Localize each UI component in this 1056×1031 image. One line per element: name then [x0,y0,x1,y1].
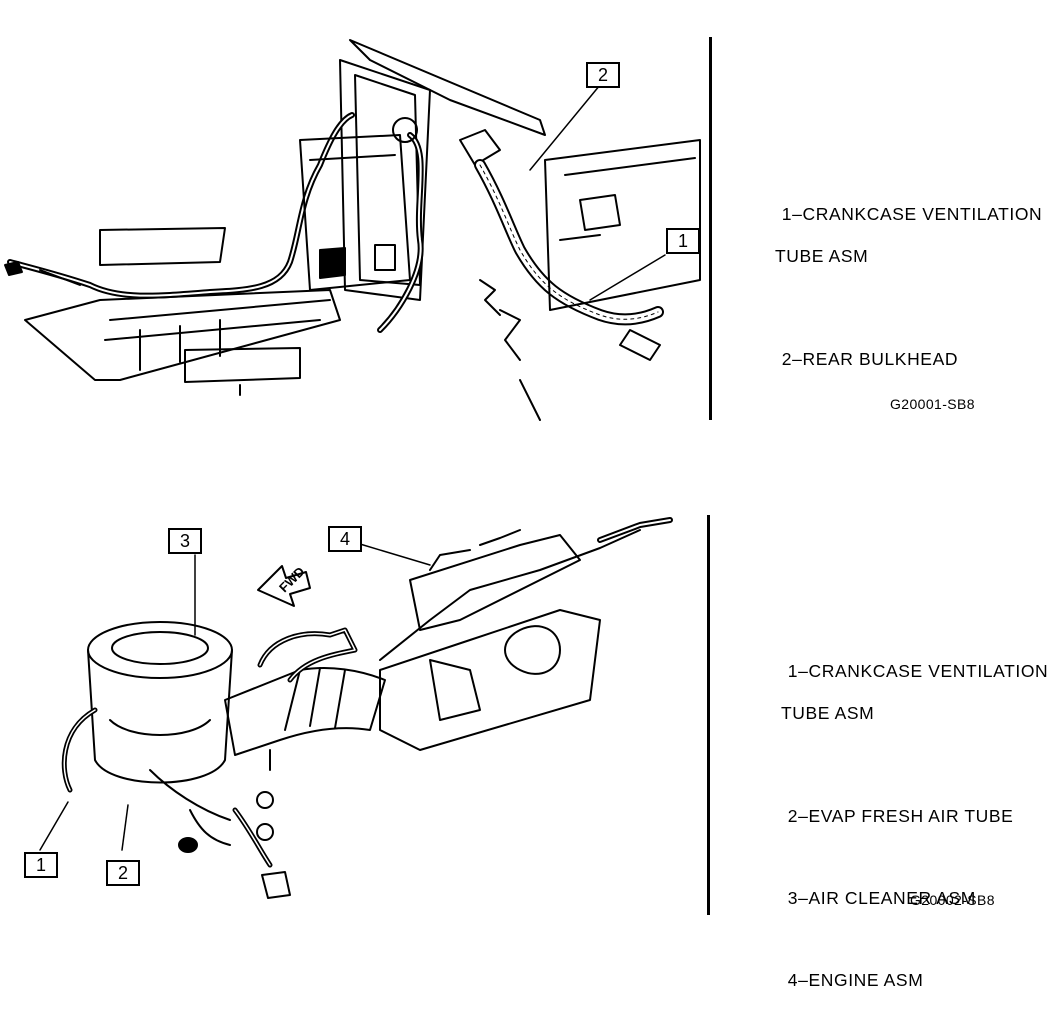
bottom-figure-panel: FWD 3 4 1 2 1–CRANKCASE VENTILATION TUBE… [0,470,1056,990]
legend-number: 1 [787,661,799,681]
figure-id: G20002-SB8 [910,892,995,908]
legend-text: REAR BULKHEAD [802,349,959,369]
callout-4: 4 [328,526,362,552]
callout-1: 1 [24,852,58,878]
bulkhead-illustration [4,39,701,421]
air-cleaner-illustration [39,517,673,899]
callout-3: 3 [168,528,202,554]
legend-text: CRANKCASE VENTILATION [802,204,1043,224]
callout-2: 2 [106,860,140,886]
callout-1: 1 [666,228,700,254]
legend-text: CRANKCASE VENTILATION [808,661,1049,681]
legend-item: 1–CRANKCASE VENTILATION TUBE ASM [749,183,1042,309]
legend-item: 3–AIR CLEANER ASM [787,888,976,908]
legend-item: 2–EVAP FRESH AIR TUBE [787,806,1014,826]
legend-item: 4–ENGINE ASM [787,970,924,990]
figure-divider [707,515,710,915]
legend-bottom: 1–CRANKCASE VENTILATION TUBE ASM 2–EVAP … [755,640,1048,1031]
legend-text: EVAP FRESH AIR TUBE [808,806,1014,826]
legend-text-cont: TUBE ASM [775,246,869,266]
legend-number: 2 [787,806,799,826]
legend-number: 1 [781,204,793,224]
legend-item: 2–REAR BULKHEAD [781,349,959,369]
legend-text: ENGINE ASM [808,970,924,990]
top-figure-panel: 2 1 1–CRANKCASE VENTILATION TUBE ASM 2–R… [0,0,1056,440]
figure-divider [709,37,712,420]
legend-number: 2 [781,349,793,369]
figure-id: G20001-SB8 [890,396,975,412]
callout-2: 2 [586,62,620,88]
legend-item: 1–CRANKCASE VENTILATION TUBE ASM [755,640,1048,766]
legend-number: 3 [787,888,799,908]
legend-number: 4 [787,970,799,990]
legend-text-cont: TUBE ASM [781,703,875,723]
legend-text: AIR CLEANER ASM [808,888,976,908]
legend-top: 1–CRANKCASE VENTILATION TUBE ASM 2–REAR … [749,183,1042,410]
